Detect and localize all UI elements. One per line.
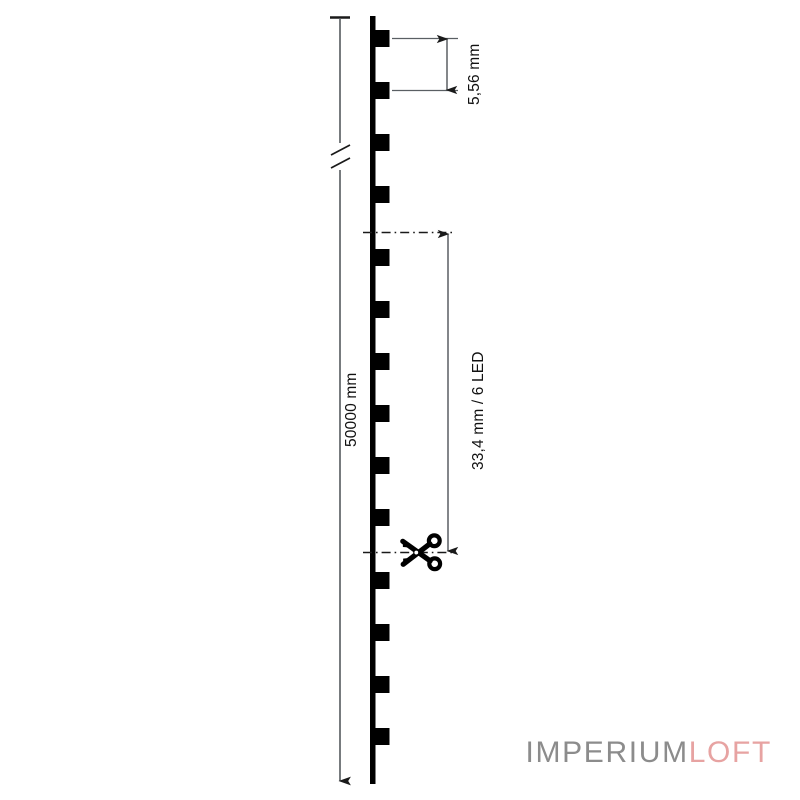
cut-segment-label: 33,4 mm / 6 LED — [470, 351, 487, 470]
led-chip — [375, 728, 390, 745]
led-chip — [375, 301, 390, 318]
led-pitch-dimension — [392, 34, 458, 95]
led-chip — [375, 134, 390, 151]
led-chip — [375, 457, 390, 474]
led-pitch-label: 5,56 mm — [466, 43, 483, 105]
led-chip — [375, 405, 390, 422]
led-chip — [375, 82, 390, 99]
led-chip-group — [375, 30, 390, 745]
led-chip — [375, 186, 390, 203]
led-chip — [375, 249, 390, 266]
led-chip — [375, 30, 390, 47]
led-chip — [375, 509, 390, 526]
led-strip — [370, 16, 390, 784]
cut-segment-dimension — [363, 229, 459, 556]
total-length-dimension — [330, 16, 351, 786]
led-chip — [375, 353, 390, 370]
strip-spine — [370, 16, 376, 784]
logo-primary-text: IMPERIUM — [525, 736, 689, 769]
led-chip — [375, 676, 390, 693]
led-chip — [375, 572, 390, 589]
scissors-icon — [400, 533, 443, 572]
brand-logo: IMPERIUM LOFT — [526, 736, 772, 770]
total-length-label: 50000 mm — [343, 372, 360, 447]
led-chip — [375, 624, 390, 641]
break-mark-icon — [330, 144, 351, 169]
logo-accent-text: LOFT — [688, 736, 772, 769]
